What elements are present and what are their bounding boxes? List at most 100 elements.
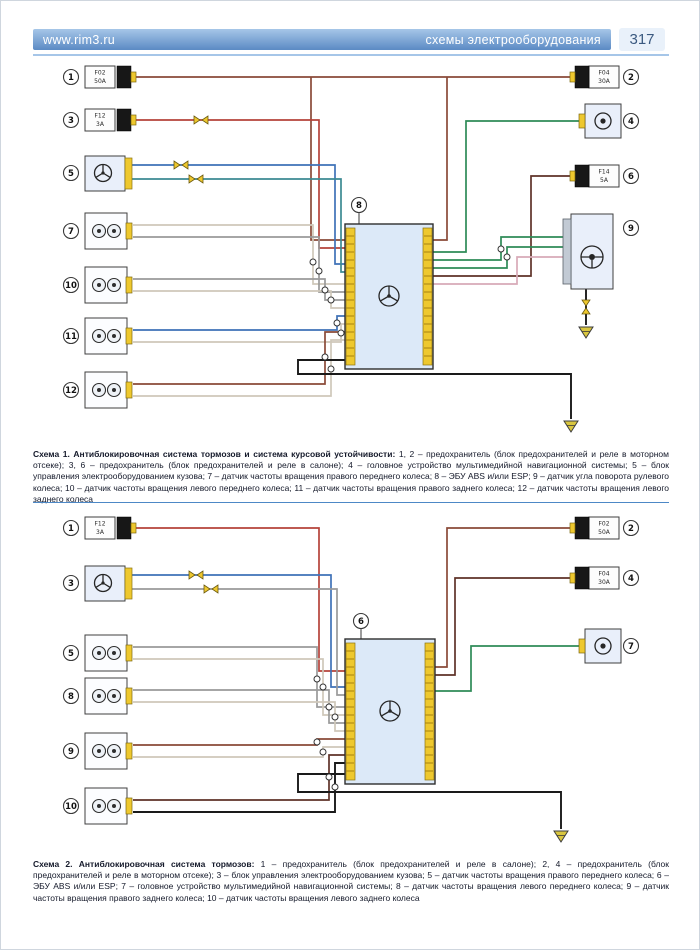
component-number: 5 [68,649,74,659]
wheel-sensor-icon [91,798,122,814]
d2-component-3-body-control-module: 3 [62,565,133,602]
d1-component-4-multimedia-head-unit: 4 [578,103,640,139]
caption-2-title: Схема 2. Антиблокировочная система тормо… [33,859,255,869]
section-title: схемы электрооборудования [425,32,601,47]
caption-2-body: 1 – предохранитель (блок предохранителей… [33,859,669,903]
component-number: 8 [356,201,362,211]
d1-grounds [563,326,594,433]
diagram-2-abs: 1 F12 3A 3 5 [62,516,640,843]
fuse-box [84,65,116,89]
connector-block [574,516,590,540]
component-number: 7 [68,227,74,237]
component-number: 4 [628,117,634,127]
d1-component-3-fuse: 3 F12 3A [62,108,137,132]
connector-tab [125,687,133,705]
page-header: www.rim3.ru схемы электрооборудования [33,29,611,50]
caption-1-body: 1, 2 – предохранитель (блок предохраните… [33,449,670,504]
ecu-icon [378,285,400,307]
d1-component-6-fuse: 6 F14 5A [569,164,640,188]
d1-component-5-body-control-module: 5 [62,155,133,192]
caption-diagram-1: Схема 1. Антиблокировочная система тормо… [33,449,669,505]
component-number: 4 [628,574,634,584]
connector-tab [125,222,133,240]
d2-component-2-fuse: 2 F02 50A [569,516,640,540]
connector-block [116,65,132,89]
connector-block [574,65,590,89]
component-number: 9 [628,224,634,234]
component-number: 12 [65,386,77,396]
connector-block [574,164,590,188]
d1-component-1-fuse: 1 F02 50A [62,65,137,89]
wheel-sensor-icon [91,743,122,759]
component-number: 6 [628,172,634,182]
fuse-label: F12 [94,113,105,120]
section-divider [33,502,669,503]
component-number: 11 [65,332,77,342]
d2-grounds [553,830,569,843]
fuse-rating: 30A [598,78,611,85]
fuse-rating: 50A [598,529,611,536]
pin-strip [424,642,435,781]
ground-icon [578,326,594,339]
component-number: 2 [628,524,634,534]
fuse-label: F04 [598,70,609,77]
fuse-label: F02 [598,521,609,528]
pin-strip [345,642,356,781]
d1-component-2-fuse: 2 F04 30A [569,65,640,89]
fuse-label: F02 [94,70,105,77]
wheel-sensor-icon [91,223,122,239]
d2-component-4-fuse: 4 F04 30A [569,566,640,590]
pin-strip [124,567,133,600]
fuse-box [84,516,116,540]
site-url: www.rim3.ru [43,32,116,47]
d1-component-9-steering-angle-sensor: 9 [562,213,640,290]
connector-tab [125,797,133,815]
connector-tab [569,170,576,182]
control-module-icon [93,163,113,183]
fuse-rating: 50A [94,78,107,85]
d1-component-7-wheel-speed-sensor: 7 [62,212,133,250]
caption-diagram-2: Схема 2. Антиблокировочная система тормо… [33,859,669,904]
d1-component-11-wheel-speed-sensor: 11 [62,317,133,355]
pin-strip [345,227,356,366]
control-module-icon [93,573,113,593]
fuse-rating: 30A [598,579,611,586]
d1-component-8-abs-esp-ecu: 8 [344,196,434,370]
fuse-box [84,108,116,132]
component-number: 5 [68,169,74,179]
connector-block [116,516,132,540]
pin-strip [562,218,572,285]
component-number: 1 [68,524,74,534]
connector-block [116,108,132,132]
wheel-sensor-icon [91,277,122,293]
d2-component-7-multimedia-head-unit: 7 [578,628,640,664]
component-number: 1 [68,73,74,83]
ground-icon [563,420,579,433]
component-number: 8 [68,692,74,702]
d2-component-10-wheel-speed-sensor: 10 [62,787,133,825]
wheel-sensor-icon [91,688,122,704]
wheel-sensor-icon [91,645,122,661]
connector-tab [125,381,133,399]
component-number: 7 [628,642,634,652]
page-number: 317 [619,28,665,51]
component-number: 3 [68,579,74,589]
multimedia-icon [594,112,612,130]
d2-component-5-wheel-speed-sensor: 5 [62,634,133,672]
component-number: 6 [358,617,364,627]
connector-tab [130,522,137,534]
caption-1-title: Схема 1. Антиблокировочная система тормо… [33,449,396,459]
component-number: 3 [68,116,74,126]
multimedia-icon [594,637,612,655]
connector-tab [125,276,133,294]
module-box [570,213,614,290]
header-rule [33,54,669,56]
d2-component-1-fuse: 1 F12 3A [62,516,137,540]
steering-wheel-icon [580,245,604,269]
fuse-rating: 5A [600,177,609,184]
connector-tab [569,71,576,83]
module-box [84,565,126,602]
connector-tab [578,113,586,129]
ecu-icon [379,700,401,722]
wheel-sensor-icon [91,328,122,344]
